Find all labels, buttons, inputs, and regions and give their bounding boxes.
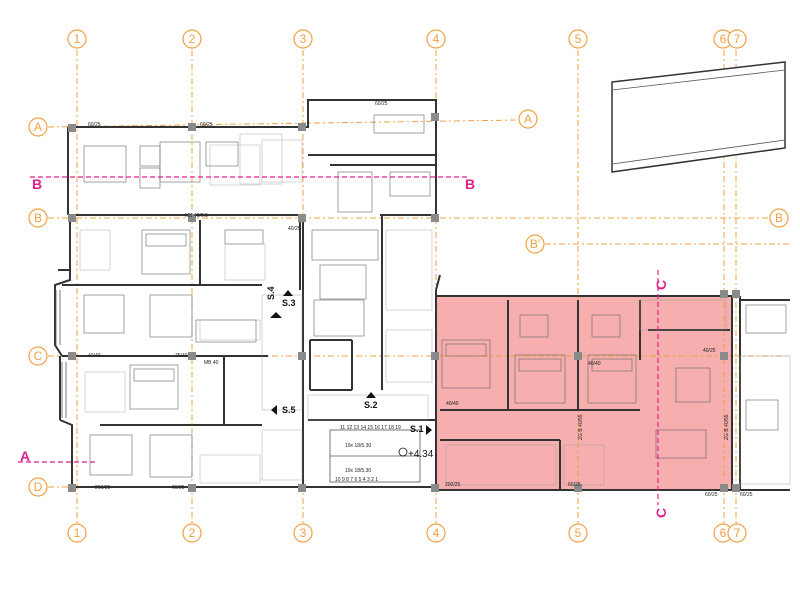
grid-bubble-D-left: D	[28, 477, 48, 497]
svg-text:D: D	[34, 480, 43, 494]
svg-text:MB 40/0.5: MB 40/0.5	[185, 213, 208, 219]
svg-text:7: 7	[734, 32, 741, 46]
svg-text:A: A	[20, 448, 30, 464]
svg-text:S.3: S.3	[282, 298, 296, 308]
svg-text:S.4: S.4	[266, 286, 276, 300]
svg-text:60/25: 60/25	[200, 122, 213, 128]
svg-text:5: 5	[575, 32, 582, 46]
svg-text:60/25: 60/25	[88, 122, 101, 128]
level-marker: +4.34	[398, 447, 434, 460]
grid-bubble-4-top: 4	[426, 29, 446, 49]
svg-text:B: B	[775, 211, 783, 225]
svg-text:200/25: 200/25	[445, 482, 461, 488]
svg-text:3: 3	[300, 526, 307, 540]
stair-note-top: 19x 18/5.30	[345, 443, 371, 449]
svg-text:40/40: 40/40	[588, 361, 601, 367]
section-marker-c: C C	[653, 270, 669, 518]
grid-bubble-B-right: B	[769, 208, 789, 228]
stair-label-s2: S.2	[364, 392, 378, 410]
furniture	[79, 114, 791, 486]
grid-bubble-4-bottom: 4	[426, 523, 446, 543]
svg-text:S.5: S.5	[282, 405, 296, 415]
stair-note-bottom: 19x 18/5.30	[345, 468, 371, 474]
svg-text:4: 4	[433, 526, 440, 540]
svg-text:C: C	[653, 508, 669, 518]
svg-text:B: B	[34, 211, 42, 225]
grid-bubble-1-bottom: 1	[67, 523, 87, 543]
dimension-labels: 60/25 60/25 60/25 MB 40/0.5 40/25 40/40 …	[88, 101, 753, 498]
svg-text:5: 5	[575, 526, 582, 540]
grid-bubble-5-top: 5	[568, 29, 588, 49]
window-glazing	[55, 290, 67, 418]
svg-text:40/25: 40/25	[703, 348, 716, 354]
grid-bubble-C-left: C	[28, 346, 48, 366]
svg-text:C: C	[34, 349, 43, 363]
grid-bubble-7-bottom: 7	[727, 523, 747, 543]
svg-text:40/25: 40/25	[288, 226, 301, 232]
svg-text:75/40: 75/40	[175, 353, 188, 359]
grid-bubble-A-left: A	[28, 117, 48, 137]
svg-text:4: 4	[433, 32, 440, 46]
svg-text:40/40: 40/40	[446, 401, 459, 407]
svg-text:2: 2	[189, 526, 196, 540]
stair-steps-bottom: 10 9 8 7 6 5 4 3 2 1	[335, 477, 378, 483]
svg-text:60/25: 60/25	[740, 492, 753, 498]
stair-label-s1: S.1	[410, 424, 432, 435]
grid-bubble-A-right: A	[518, 109, 538, 129]
svg-text:A: A	[524, 112, 532, 126]
svg-text:S.2: S.2	[364, 400, 378, 410]
svg-text:60/25: 60/25	[568, 482, 581, 488]
svg-text:B: B	[465, 176, 475, 192]
svg-text:60/25: 60/25	[172, 485, 185, 491]
svg-text:MB 40: MB 40	[204, 360, 219, 366]
svg-text:6: 6	[720, 526, 727, 540]
svg-text:3: 3	[300, 32, 307, 46]
svg-text:6: 6	[720, 32, 727, 46]
highlighted-apartment[interactable]	[435, 295, 733, 491]
svg-text:60/25: 60/25	[375, 101, 388, 107]
svg-text:B': B'	[530, 237, 540, 251]
grid-bubble-3-top: 3	[293, 29, 313, 49]
stair-label-s5: S.5	[271, 405, 296, 415]
svg-text:2: 2	[189, 32, 196, 46]
stair-label-s4: S.4	[266, 286, 282, 318]
stair-label-s3: S.3	[282, 290, 296, 308]
svg-text:60/25: 60/25	[705, 492, 718, 498]
svg-text:C: C	[653, 280, 669, 290]
svg-text:1: 1	[74, 526, 81, 540]
svg-text:A: A	[34, 120, 42, 134]
section-marker-a: A	[18, 448, 96, 464]
section-marker-b: B B	[30, 176, 475, 192]
svg-text:ZG B 40/55: ZG B 40/55	[578, 414, 584, 440]
svg-text:7: 7	[734, 526, 741, 540]
grid-line-A	[47, 119, 519, 128]
stair-steps-top: 11 12 13 14 15 16 17 18 19	[340, 425, 401, 431]
svg-text:B: B	[32, 176, 42, 192]
svg-text:+4.34: +4.34	[408, 449, 434, 460]
grid-bubble-B-left: B	[28, 208, 48, 228]
stair-treads	[329, 429, 421, 483]
svg-text:40/40: 40/40	[88, 353, 101, 359]
grid-bubble-6-top: 6	[713, 29, 733, 49]
grid-bubble-3-bottom: 3	[293, 523, 313, 543]
svg-text:ZG B 40/55: ZG B 40/55	[724, 414, 730, 440]
grid-bubble-5-bottom: 5	[568, 523, 588, 543]
roof-overhang-outline	[611, 61, 786, 173]
grid-bubble-1-top: 1	[67, 29, 87, 49]
svg-text:1: 1	[74, 32, 81, 46]
grid-bubble-2-bottom: 2	[182, 523, 202, 543]
svg-text:S.1: S.1	[410, 424, 424, 434]
grid-bubble-2-top: 2	[182, 29, 202, 49]
grid-bubble-Bprime: B'	[525, 234, 545, 254]
svg-text:200/25: 200/25	[95, 485, 111, 491]
grid-bubble-7-top: 7	[727, 29, 747, 49]
